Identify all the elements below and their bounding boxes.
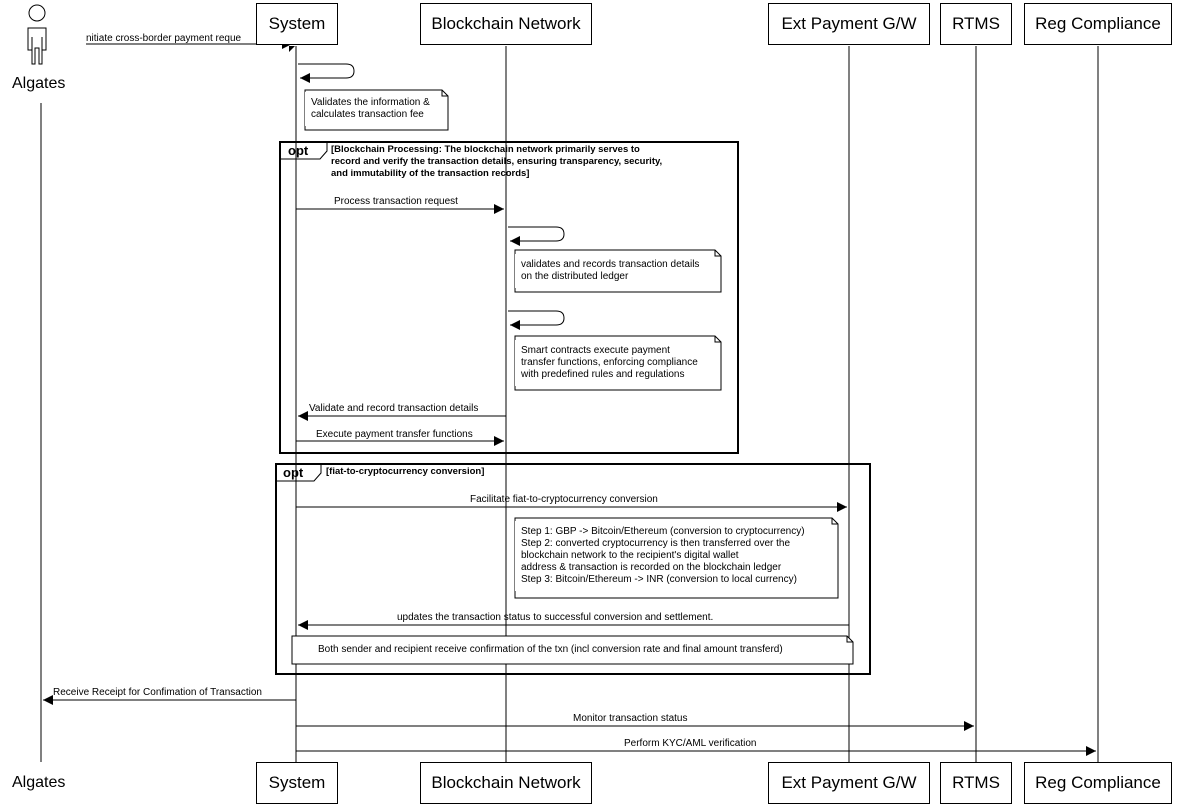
participant-gateway-top: Ext Payment G/W: [768, 3, 930, 45]
opt-guard-conversion: [fiat-to-cryptocurrency conversion]: [326, 466, 484, 478]
note-line: Smart contracts execute payment: [521, 345, 670, 356]
message-initiate-payment: nitiate cross-border payment reque: [86, 33, 242, 44]
actor-figure-icon: [27, 4, 47, 65]
opt-fragment-blockchain: [279, 141, 739, 454]
note-smart-contracts: Smart contracts execute payment transfer…: [515, 340, 704, 386]
note-line: calculates transaction fee: [311, 109, 424, 120]
note-line: with predefined rules and regulations: [521, 369, 685, 380]
participant-rtms-top: RTMS: [940, 3, 1012, 45]
note-confirmation: Both sender and recipient receive confir…: [312, 639, 789, 661]
message-validate-record: Validate and record transaction details: [309, 403, 479, 414]
note-line: Step 1: GBP -> Bitcoin/Ethereum (convers…: [521, 526, 805, 537]
message-kyc-verification: Perform KYC/AML verification: [624, 738, 757, 749]
opt-guard-blockchain: [Blockchain Processing: The blockchain n…: [331, 144, 662, 180]
participant-blockchain-top: Blockchain Network: [420, 3, 592, 45]
opt-label-blockchain: opt: [288, 143, 309, 158]
note-validate-fee: Validates the information & calculates t…: [305, 92, 436, 126]
note-line: validates and records transaction detail…: [521, 259, 700, 270]
actor-name-top: Algates: [12, 75, 66, 92]
message-update-status: updates the transaction status to succes…: [397, 612, 714, 623]
opt-fragment-conversion: [275, 463, 871, 675]
message-execute-payment: Execute payment transfer functions: [316, 429, 473, 440]
guard-line: record and verify the transaction detail…: [331, 156, 663, 167]
message-monitor-status: Monitor transaction status: [573, 713, 688, 724]
opt-tag-border-1: [280, 142, 328, 160]
message-process-request: Process transaction request: [334, 196, 458, 207]
participant-compliance-bottom: Reg Compliance: [1024, 762, 1172, 804]
self-arrow-blockchain-1: [508, 226, 565, 246]
participant-system-bottom: System: [256, 762, 338, 804]
participant-blockchain-bottom: Blockchain Network: [420, 762, 592, 804]
message-receive-receipt: Receive Receipt for Confimation of Trans…: [53, 687, 262, 698]
note-line: Validates the information &: [311, 97, 430, 108]
note-ledger-record: validates and records transaction detail…: [515, 254, 706, 288]
note-line: on the distributed ledger: [521, 271, 629, 282]
message-facilitate-conversion: Facilitate fiat-to-cryptocurrency conver…: [470, 494, 658, 505]
guard-line: and immutability of the transaction reco…: [331, 168, 530, 179]
self-arrow-system: [298, 63, 355, 83]
note-line: blockchain network to the recipient's di…: [521, 550, 739, 561]
message-end-mark: [289, 46, 295, 52]
guard-line: [Blockchain Processing: The blockchain n…: [331, 144, 640, 155]
opt-tag-border-2: [276, 464, 322, 482]
note-line: Both sender and recipient receive confir…: [318, 644, 783, 655]
note-line: Step 3: Bitcoin/Ethereum -> INR (convers…: [521, 574, 797, 585]
self-arrow-blockchain-2: [508, 310, 565, 330]
opt-label-conversion: opt: [283, 465, 304, 480]
note-line: address & transaction is recorded on the…: [521, 562, 782, 573]
participant-compliance-top: Reg Compliance: [1024, 3, 1172, 45]
participant-gateway-bottom: Ext Payment G/W: [768, 762, 930, 804]
actor-name-bottom: Algates: [12, 774, 66, 791]
note-line: transfer functions, enforcing compliance: [521, 357, 698, 368]
participant-system-top: System: [256, 3, 338, 45]
note-line: Step 2: converted cryptocurrency is then…: [521, 538, 791, 549]
guard-line: [fiat-to-cryptocurrency conversion]: [326, 466, 485, 477]
participant-rtms-bottom: RTMS: [940, 762, 1012, 804]
note-conversion-steps: Step 1: GBP -> Bitcoin/Ethereum (convers…: [515, 521, 811, 591]
